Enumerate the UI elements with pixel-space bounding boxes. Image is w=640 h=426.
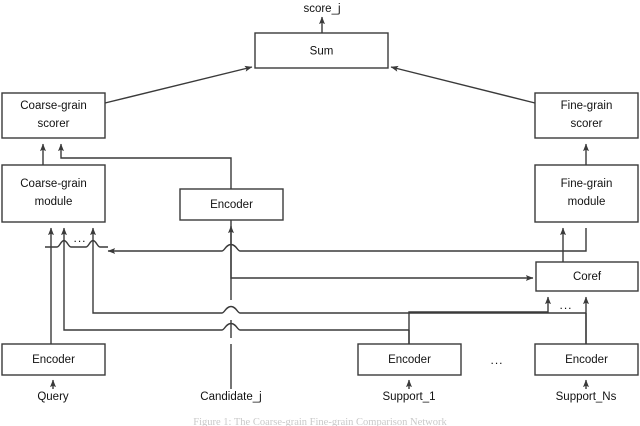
figure-caption: Figure 1: The Coarse-grain Fine-grain Co…: [193, 417, 447, 426]
node-coarse-grain-scorer[interactable]: Coarse-grain scorer: [1, 92, 106, 139]
node-sum[interactable]: Sum: [254, 32, 389, 69]
node-candidate-encoder-label: Encoder: [210, 199, 253, 211]
node-fine-grain-scorer-label-line2: scorer: [571, 118, 603, 130]
input-label-candidate-j: Candidate_j: [200, 391, 261, 403]
support-encoders-ellipsis: ...: [490, 353, 503, 367]
wirehop-bus-a: [56, 239, 72, 248]
edge-coarse-scorer-to-sum: [104, 65, 253, 104]
edge-candidate-encoder-to-coref: [230, 220, 534, 281]
coarse-module-inputs-ellipsis: ...: [73, 231, 86, 245]
node-fine-grain-module-label-line2: module: [568, 196, 606, 208]
node-coarse-grain-module[interactable]: Coarse-grain module: [1, 164, 106, 223]
node-fine-grain-scorer[interactable]: Fine-grain scorer: [534, 92, 639, 139]
node-query-encoder[interactable]: Encoder: [1, 343, 106, 376]
node-support1-encoder-label: Encoder: [388, 354, 431, 366]
input-label-support-1: Support_1: [382, 391, 435, 403]
output-label-score-j: score_j: [303, 3, 340, 15]
edge-candidate-encoder-to-fine-module: [108, 228, 587, 251]
node-supportns-encoder[interactable]: Encoder: [534, 343, 639, 376]
edge-support1-to-coref: [408, 296, 551, 344]
node-supportns-encoder-label: Encoder: [565, 354, 608, 366]
node-support1-encoder[interactable]: Encoder: [357, 343, 462, 376]
node-coref-label: Coref: [573, 271, 602, 283]
node-fine-grain-module[interactable]: Fine-grain module: [534, 164, 639, 223]
node-coarse-grain-module-label-line1: Coarse-grain: [20, 178, 86, 190]
input-label-query: Query: [37, 391, 69, 403]
node-coarse-grain-scorer-label-line2: scorer: [38, 118, 70, 130]
node-coarse-grain-module-label-line2: module: [35, 196, 73, 208]
wirehop-bus-b: [85, 239, 101, 248]
edge-candidate-encoder-to-coarse-scorer: [57, 143, 232, 189]
node-fine-grain-module-label-line1: Fine-grain: [561, 178, 613, 190]
wirehop-supportns-over-candidate: [221, 305, 241, 314]
edge-fine-scorer-to-sum: [390, 65, 536, 104]
node-candidate-encoder[interactable]: Encoder: [179, 188, 284, 221]
input-label-support-ns: Support_Ns: [556, 391, 617, 403]
node-fine-grain-scorer-label-line1: Fine-grain: [561, 100, 613, 112]
coref-inputs-ellipsis: ...: [559, 298, 572, 312]
node-query-encoder-label: Encoder: [32, 354, 75, 366]
node-sum-label: Sum: [310, 46, 334, 58]
edge-supportns-to-coarse-module: [93, 228, 587, 344]
node-coref[interactable]: Coref: [535, 261, 639, 292]
node-coarse-grain-scorer-label-line1: Coarse-grain: [20, 100, 86, 112]
